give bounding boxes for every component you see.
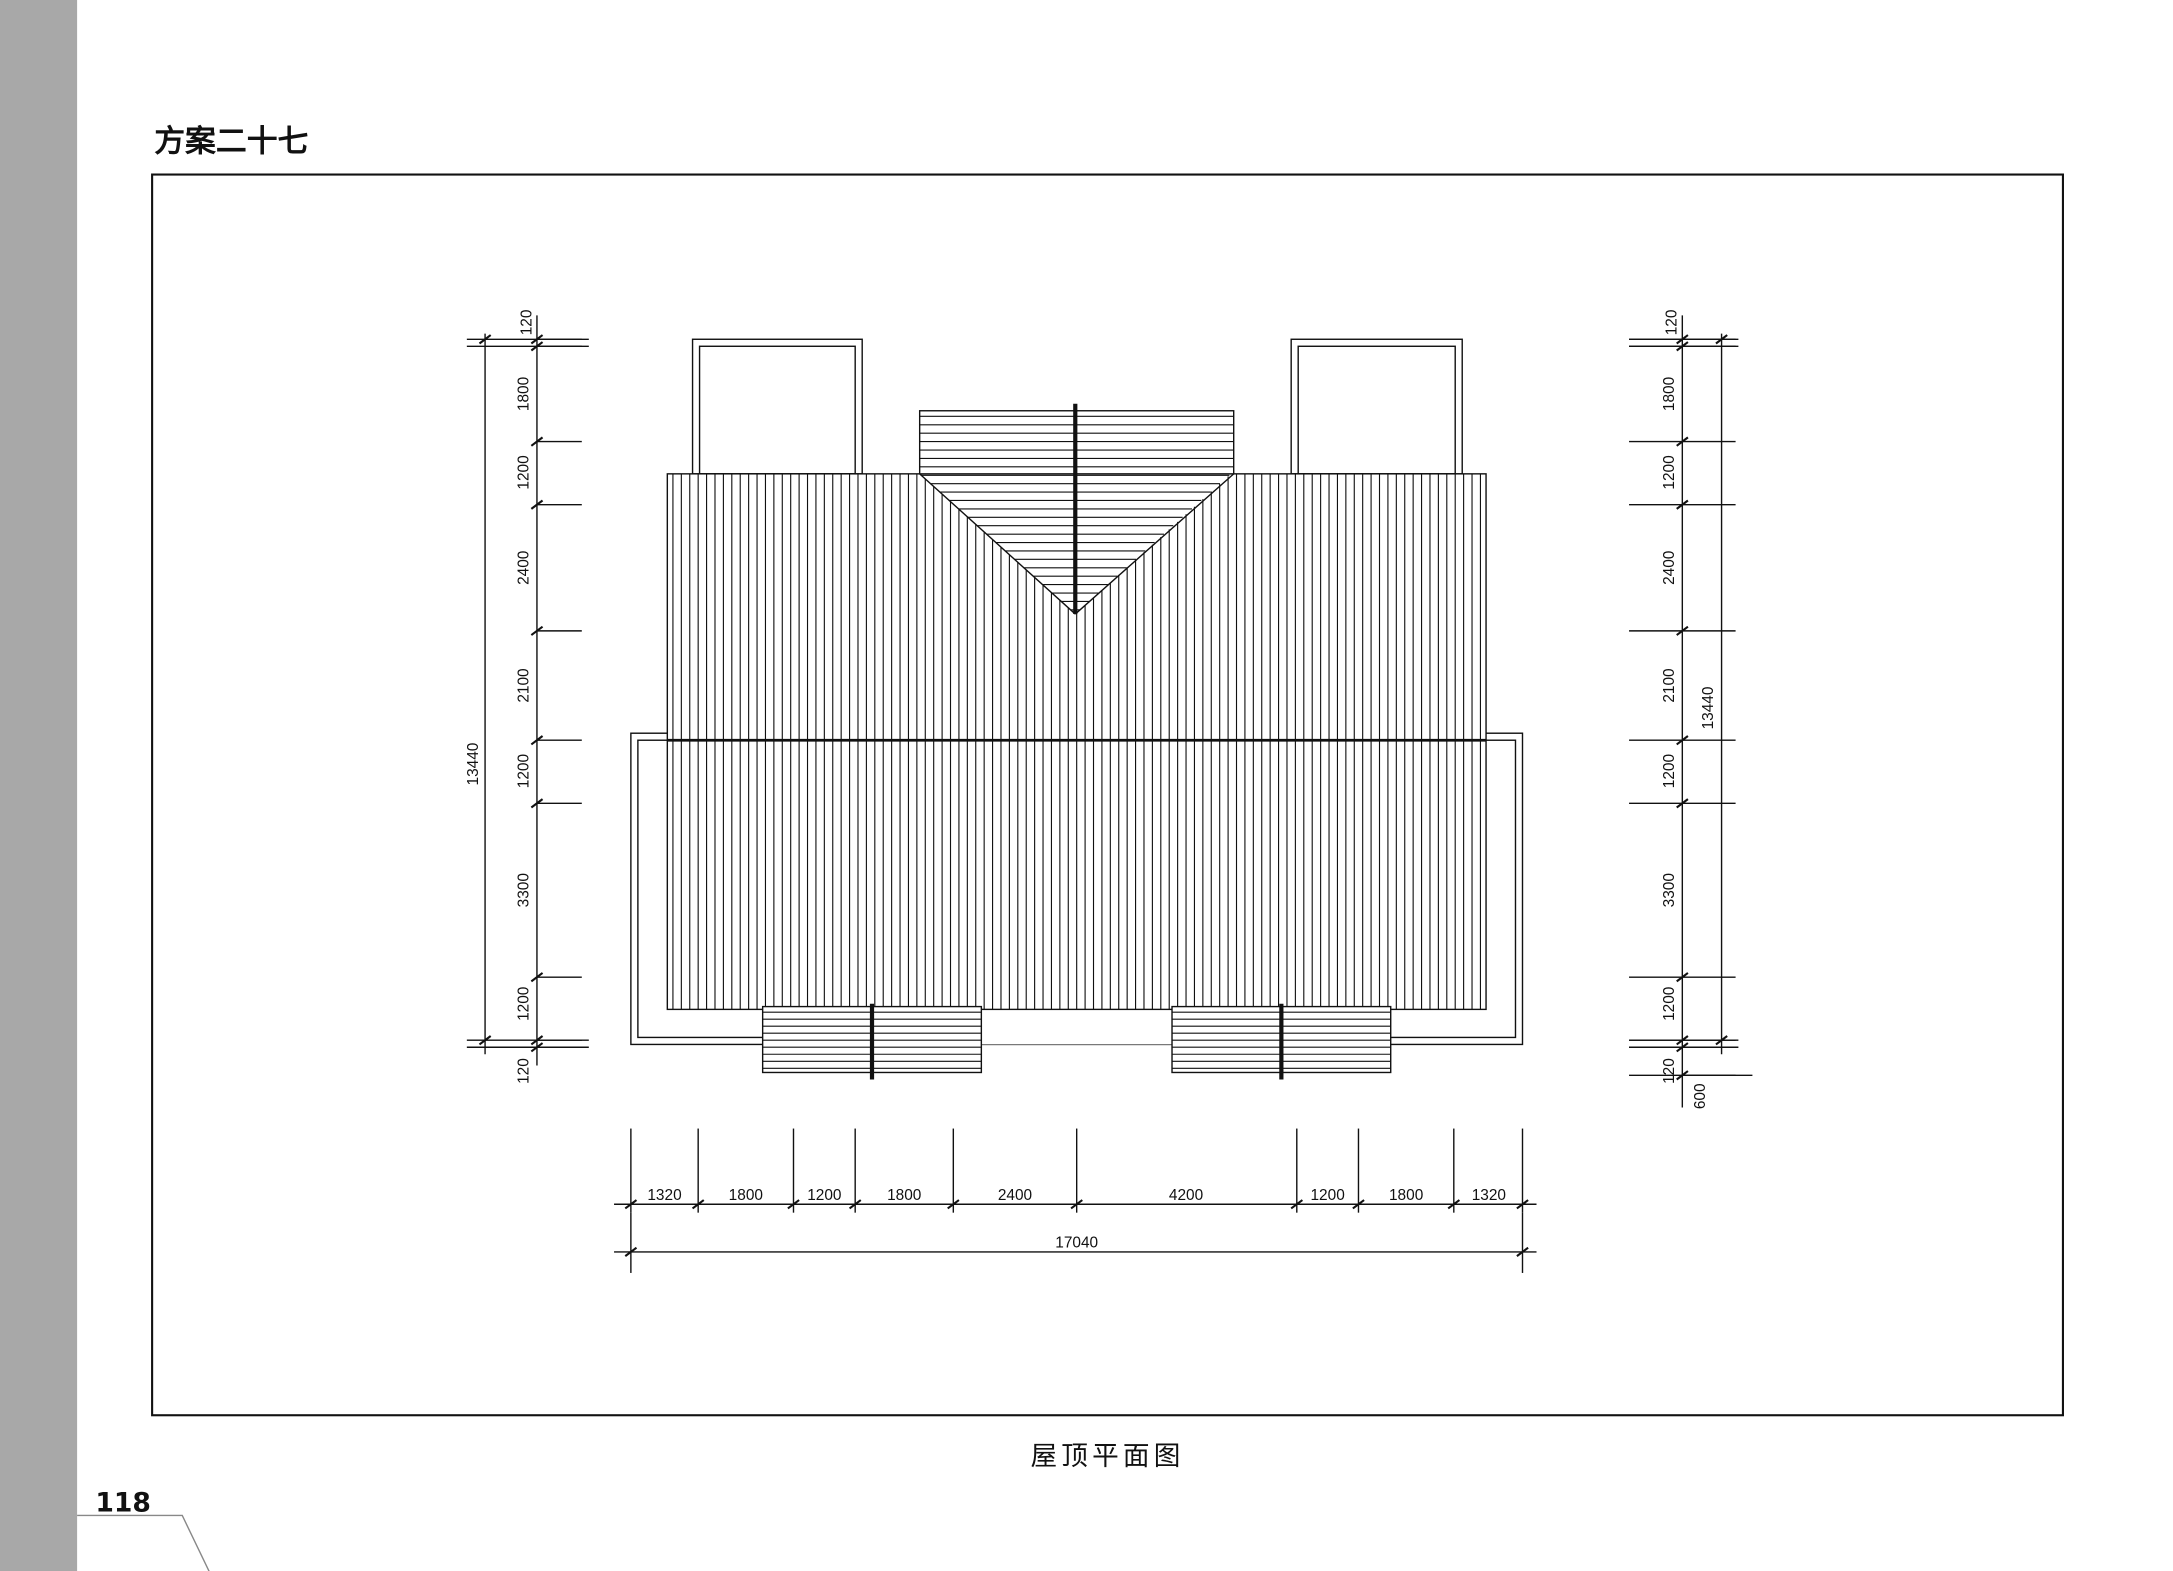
dim-label: 120 (1661, 1058, 1678, 1084)
dim-label: 13440 (465, 743, 482, 786)
gray-sidebar (0, 0, 78, 1571)
dim-label: 1200 (516, 455, 533, 489)
dim-label: 3300 (516, 873, 533, 907)
dim-label: 1800 (729, 1187, 763, 1204)
dim-label: 13440 (1700, 687, 1717, 730)
dim-label: 600 (1692, 1083, 1709, 1109)
drawing-frame (151, 173, 2064, 1417)
dim-label: 1200 (807, 1187, 841, 1204)
page-number-tab (77, 1514, 210, 1571)
left-top-box (691, 338, 863, 475)
dim-label: 1800 (1389, 1187, 1423, 1204)
dim-label: 1200 (1661, 455, 1678, 489)
dim-label: 2400 (1661, 551, 1678, 585)
roof-plan (630, 338, 1524, 1080)
dim-label: 1800 (887, 1187, 921, 1204)
left-dimensions: 13440 120 1800 1200 2400 2100 1200 3300 … (465, 310, 535, 1084)
dim-label: 2100 (1661, 668, 1678, 702)
dim-label: 1800 (516, 377, 533, 411)
dim-label: 1320 (647, 1187, 681, 1204)
dim-label: 1200 (516, 987, 533, 1021)
dim-label: 120 (1664, 310, 1681, 336)
dim-label: 3300 (1661, 873, 1678, 907)
right-dimensions: 13440 120 1800 1200 2400 2100 1200 3300 … (1661, 310, 1717, 1110)
dim-label: 2400 (516, 551, 533, 585)
dim-label: 2400 (998, 1187, 1032, 1204)
page-number: 118 (95, 1487, 151, 1518)
drawing-caption: 屋顶平面图 (1030, 1441, 1184, 1472)
right-top-box (1290, 338, 1463, 475)
dim-label: 4200 (1169, 1187, 1203, 1204)
dim-label: 17040 (1055, 1235, 1098, 1252)
dim-label: 2100 (516, 668, 533, 702)
scheme-title: 方案二十七 (154, 123, 308, 159)
bottom-dimensions: 1320 1800 1200 1800 2400 4200 1200 1800 … (647, 1187, 1506, 1252)
dim-label: 1200 (1661, 754, 1678, 788)
dim-label: 1320 (1472, 1187, 1506, 1204)
dim-label: 1200 (516, 754, 533, 788)
dim-label: 120 (516, 1058, 533, 1084)
dim-label: 1200 (1661, 987, 1678, 1021)
dim-label: 1800 (1661, 377, 1678, 411)
dim-label: 1200 (1310, 1187, 1344, 1204)
dim-label: 120 (518, 310, 535, 336)
dimension-lines (466, 315, 1753, 1273)
